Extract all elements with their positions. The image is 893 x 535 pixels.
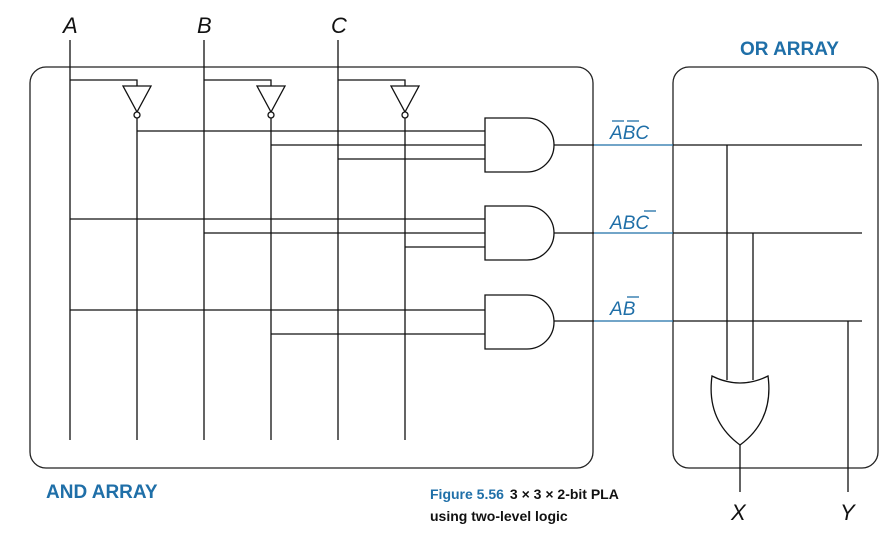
- and-gate-3: [484, 294, 555, 350]
- tap-a: [70, 79, 138, 86]
- and-gate-2: [484, 205, 555, 261]
- figure-caption-line2: using two-level logic: [430, 508, 568, 524]
- and-gate-1: [484, 117, 555, 173]
- output-x-label: X: [730, 500, 747, 525]
- and-array-box: [29, 66, 594, 469]
- or-array-box: [672, 66, 879, 469]
- input-a-label: A: [61, 13, 78, 38]
- or-array-heading: OR ARRAY: [740, 39, 839, 60]
- output-y-label: Y: [840, 500, 856, 525]
- inverter-b: [255, 85, 287, 119]
- term-1-label: ABC: [609, 123, 649, 144]
- term-3-label: AB: [609, 299, 636, 320]
- input-c-label: C: [331, 13, 347, 38]
- tap-c: [338, 79, 406, 86]
- inverter-c: [389, 85, 421, 119]
- and-array-heading: AND ARRAY: [46, 482, 158, 503]
- inverter-a: [121, 85, 153, 119]
- input-b-label: B: [197, 13, 212, 38]
- term-2-label: ABC: [609, 213, 649, 234]
- tap-b: [204, 79, 272, 86]
- or-gate-x: [710, 375, 770, 446]
